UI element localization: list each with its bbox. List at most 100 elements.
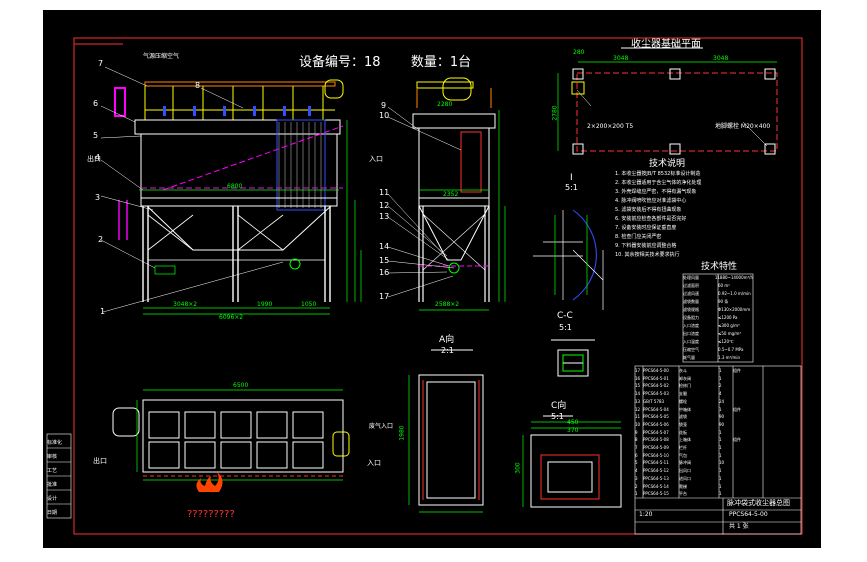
part-number: 10 bbox=[379, 111, 390, 120]
tech-note: 1. 本收尘器按JB/T 8532标准设计制造 bbox=[615, 171, 701, 177]
spec-val: ≤1200 Pa bbox=[718, 315, 738, 320]
cad-viewport[interactable]: 设备编号：18 数量：1台 收尘器基础平面 3048 3048 280 2780… bbox=[43, 10, 821, 548]
parts-list-cell: 滤袋 bbox=[679, 414, 687, 420]
plan-dim-left: 3048 bbox=[613, 55, 629, 62]
title-block-scale: 1:20 bbox=[639, 511, 653, 518]
parts-list-cell bbox=[733, 375, 763, 383]
left-strip-label: 批准 bbox=[47, 482, 58, 488]
parts-list-cell: 8 bbox=[635, 437, 638, 443]
part-number: 16 bbox=[379, 268, 390, 277]
title-block-drawing-no: PPCS64-5-00 bbox=[729, 511, 768, 518]
parts-list-cell: 1 bbox=[719, 437, 722, 443]
spec-key: 压缩空气 bbox=[683, 347, 699, 352]
part-number: 2 bbox=[98, 235, 104, 244]
view-a bbox=[408, 349, 484, 513]
spec-key: 处理风量 bbox=[683, 275, 699, 280]
callout-inlet-side: 废气入口 bbox=[369, 423, 394, 430]
parts-list-cell: 14 bbox=[635, 391, 641, 397]
parts-list-cell: 1 bbox=[719, 368, 722, 373]
dim-front-bottom-1: 3048×2 bbox=[173, 301, 198, 308]
tech-note: 9. 下料器安装前应调整合格 bbox=[615, 243, 677, 249]
parts-list-cell: PPCS64-5-02 bbox=[643, 383, 669, 389]
parts-list-cell: 2 bbox=[719, 383, 722, 389]
side-view bbox=[387, 77, 506, 311]
parts-list-cell: 16 bbox=[635, 375, 641, 381]
parts-list-cell: 组件 bbox=[733, 368, 741, 373]
parts-list-cell bbox=[733, 452, 763, 460]
part-number: 1 bbox=[100, 307, 106, 316]
tech-note: 7. 设备安装时应保证垂直度 bbox=[615, 225, 677, 231]
part-number: 4 bbox=[95, 153, 101, 162]
parts-list-cell: PPCS64-5-11 bbox=[643, 460, 669, 466]
parts-list-cell: 花板 bbox=[679, 429, 687, 435]
dim-c-mid: 370 bbox=[567, 427, 579, 434]
spec-val: Φ130×2000mm bbox=[718, 307, 751, 312]
parts-list-frame bbox=[634, 365, 802, 535]
part-number: 12 bbox=[379, 201, 390, 210]
parts-list-cell: 平台 bbox=[679, 491, 687, 497]
spec-val: 11880~14000m³/h bbox=[714, 275, 753, 280]
part-number: 3 bbox=[95, 193, 101, 202]
spec-key: 过滤风速 bbox=[683, 291, 699, 296]
callout-inlet: 入口 bbox=[369, 155, 383, 163]
callout-outlet: 出口 bbox=[87, 155, 101, 163]
spec-val: ≤300 g/m³ bbox=[718, 323, 740, 328]
drawing-frame bbox=[73, 37, 803, 535]
left-strip-label: 审核 bbox=[47, 454, 58, 460]
part-number: 6 bbox=[93, 99, 99, 108]
view-a-label: A向 bbox=[439, 335, 455, 345]
spec-key: 过滤面积 bbox=[683, 283, 699, 288]
parts-list-cell: 12 bbox=[635, 406, 641, 412]
parts-list-cell: PPCS64-5-10 bbox=[643, 452, 669, 458]
front-view bbox=[100, 66, 362, 315]
plan-view bbox=[557, 47, 778, 155]
parts-list-cell bbox=[733, 444, 763, 452]
part-number: 15 bbox=[379, 256, 390, 265]
watermark-text: ????????? bbox=[187, 509, 235, 520]
parts-list-cell: 1 bbox=[635, 491, 638, 497]
part-number: 17 bbox=[379, 292, 390, 301]
cad-drawing bbox=[46, 37, 803, 535]
detail-i-scale: 5:1 bbox=[565, 183, 578, 192]
spec-key: 入口温度 bbox=[683, 339, 699, 344]
parts-list-cell: 1 bbox=[719, 375, 722, 381]
parts-list-cell: 栏杆 bbox=[679, 445, 687, 451]
spec-key: 耗气量 bbox=[683, 355, 695, 360]
parts-list-cell: 4 bbox=[635, 468, 638, 474]
dim-front-total: 6096×2 bbox=[219, 314, 244, 321]
parts-list-cell: PPCS64-5-03 bbox=[643, 391, 669, 397]
parts-list-cell: 1 bbox=[719, 475, 722, 481]
parts-list-cell: 90 bbox=[719, 421, 725, 427]
parts-list-cell: PPCS64-5-15 bbox=[643, 491, 669, 497]
part-number: 7 bbox=[98, 59, 104, 68]
tech-notes-title: 技术说明 bbox=[649, 159, 686, 169]
spec-key: 滤袋数量 bbox=[683, 299, 699, 304]
tech-note: 5. 滤袋安装后不得有扭曲现象 bbox=[615, 207, 682, 213]
parts-list-cell: 出风口 bbox=[679, 468, 691, 474]
parts-list-cell: 10 bbox=[719, 460, 725, 466]
parts-list-cell bbox=[733, 475, 763, 483]
parts-list-cell: 6 bbox=[635, 452, 638, 458]
tech-specs-title: 技术特性 bbox=[701, 262, 738, 272]
parts-list-cell: 上箱体 bbox=[679, 437, 691, 443]
tech-note: 2. 本收尘器适用于含尘气体的净化处理 bbox=[615, 180, 702, 186]
parts-list-cell: PPCS64-5-04 bbox=[643, 406, 669, 412]
view-a-scale: 2:1 bbox=[441, 346, 454, 355]
parts-list-cell: 11 bbox=[635, 414, 641, 420]
parts-list-cell: PPCS64-5-06 bbox=[643, 421, 669, 427]
equipment-quantity: 数量：1台 bbox=[410, 55, 472, 70]
view-c-scale: 5:1 bbox=[551, 412, 564, 421]
parts-list-cell bbox=[733, 429, 763, 437]
parts-list-cell: 15 bbox=[635, 383, 641, 389]
parts-list-cell: PPCS64-5-00 bbox=[643, 368, 669, 373]
